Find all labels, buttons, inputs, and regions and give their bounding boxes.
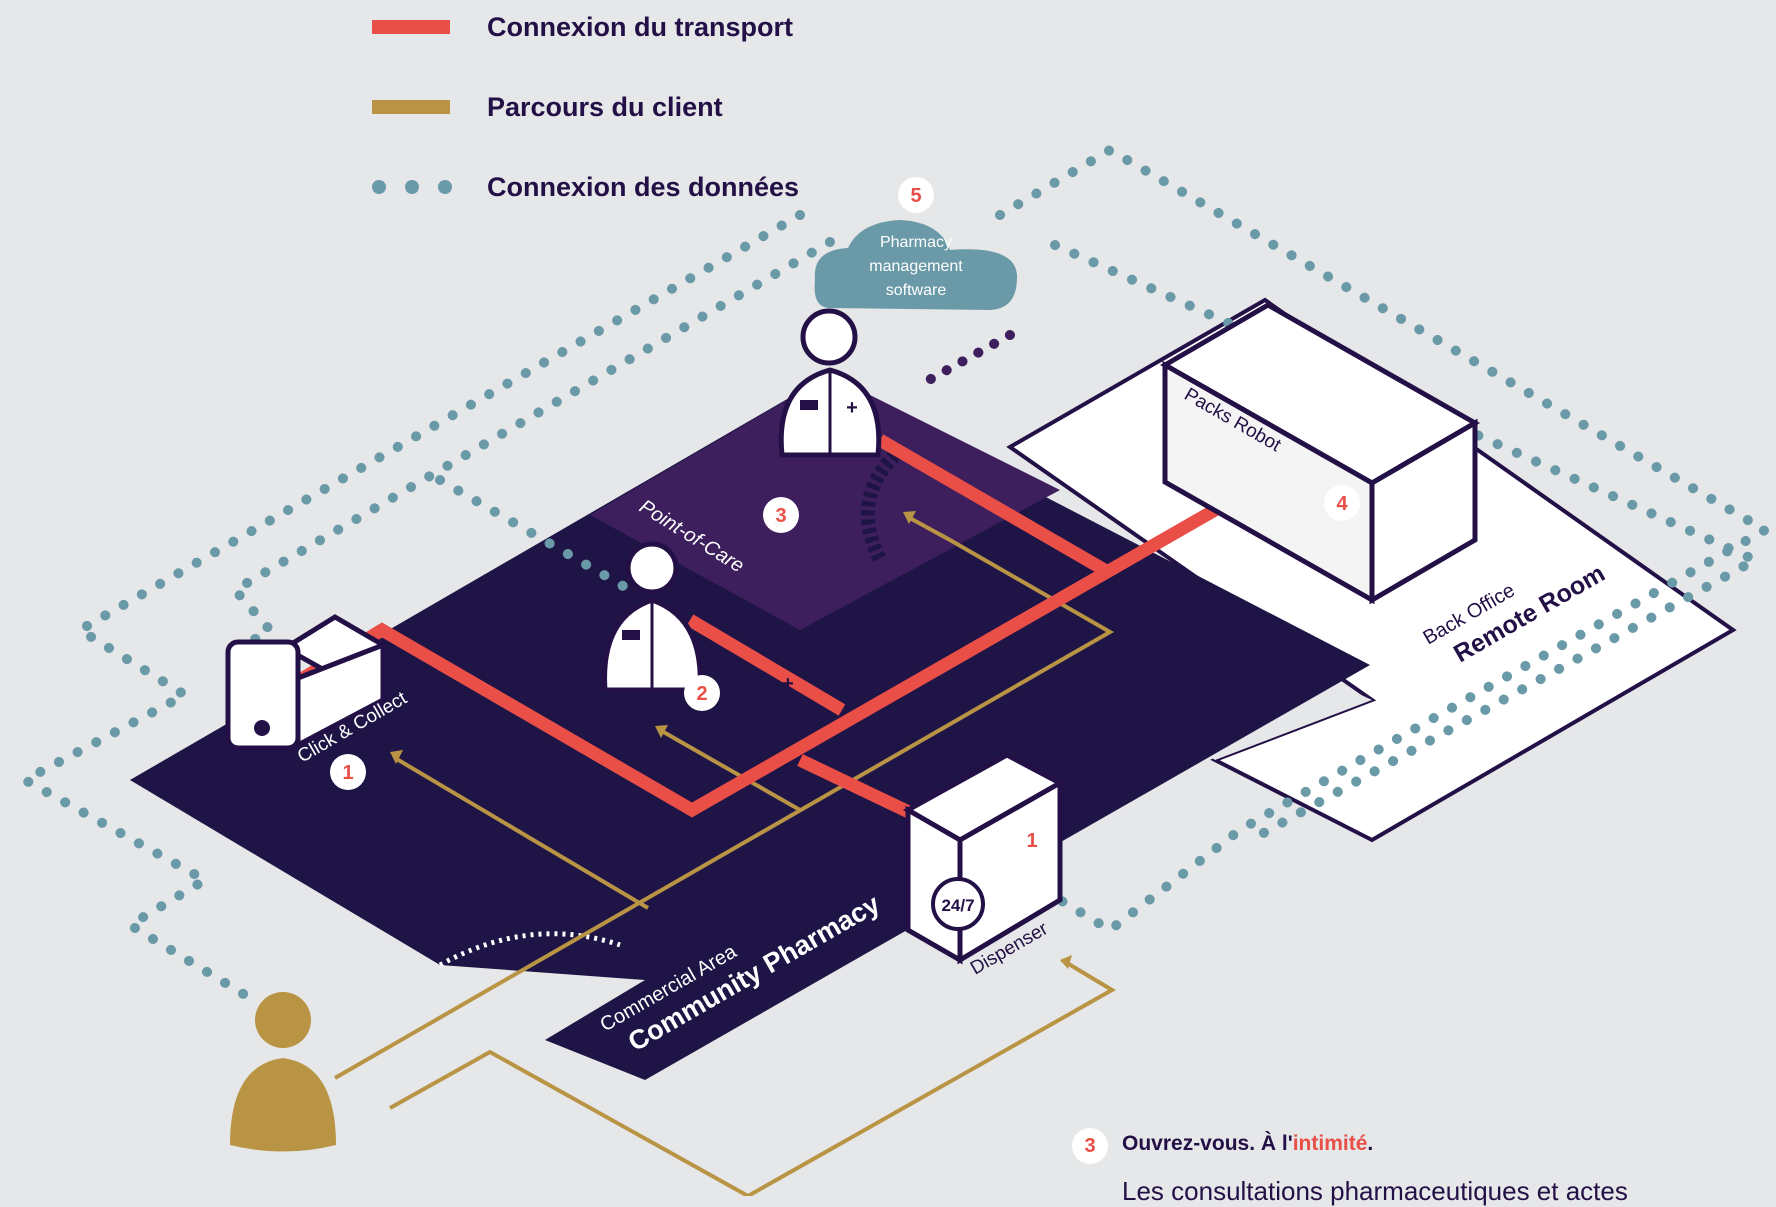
legend-data-label: Connexion des données	[487, 172, 800, 202]
click-collect-machine	[225, 614, 388, 751]
number-badges: 5 3 2 1 1 4	[330, 177, 1360, 858]
dispenser-badge-text: 24/7	[941, 896, 974, 915]
cloud-pms: Pharmacy management software	[814, 220, 1018, 310]
client-path-arrows	[390, 511, 1072, 969]
badge-pos-text: 3	[775, 505, 786, 527]
badge-front-2: 2	[684, 675, 720, 711]
badge-dispenser-1: 1	[1014, 822, 1050, 858]
legend-client-label: Parcours du client	[487, 92, 723, 122]
caption-body: Les consultations pharmaceutiques et act…	[1122, 1176, 1628, 1206]
legend-transport-label: Connexion du transport	[487, 12, 793, 42]
packs-robot	[1159, 302, 1481, 605]
pharmacy-floor	[130, 380, 1370, 1080]
badge-cloud-5: 5	[898, 177, 934, 213]
badge-robot-4: 4	[1324, 485, 1360, 521]
legend-transport: Connexion du transport	[372, 7, 892, 47]
caption-number: 3	[1072, 1128, 1108, 1164]
transport-swatch	[372, 20, 450, 34]
badge-cloud-text: 5	[910, 185, 921, 207]
cloud-line1: Pharmacy	[880, 234, 952, 251]
client-swatch	[372, 100, 450, 114]
point-of-care-floor	[590, 375, 1060, 630]
pharmacist-back-figure: +	[778, 308, 882, 458]
client-figure	[230, 992, 336, 1152]
pos-gear	[861, 450, 901, 564]
badge-click-1: 1	[330, 754, 366, 790]
badge-dispenser-text: 1	[1026, 830, 1037, 852]
data-connection-dark	[915, 330, 1015, 390]
legend-data: Connexion des données	[372, 167, 892, 207]
pharmacist-front-figure: +	[602, 541, 794, 695]
legend-client: Parcours du client	[372, 87, 892, 127]
client-path	[334, 515, 1116, 1196]
caption-title: Ouvrez-vous. À l'intimité.	[1122, 1132, 1373, 1156]
caption-title-suffix: .	[1367, 1132, 1374, 1155]
caption-title-highlight: intimité	[1292, 1132, 1368, 1155]
svg-text:+: +	[846, 397, 858, 419]
cloud-line3: software	[886, 282, 947, 299]
data-swatch	[372, 180, 452, 194]
cloud-line2: management	[869, 258, 963, 275]
badge-click-text: 1	[342, 762, 353, 784]
svg-text:+: +	[782, 673, 794, 695]
badge-robot-text: 4	[1336, 493, 1348, 515]
caption-title-prefix: Ouvrez-vous. À l'	[1122, 1132, 1293, 1155]
badge-front-text: 2	[696, 683, 707, 705]
badge-pos-3: 3	[763, 497, 799, 533]
